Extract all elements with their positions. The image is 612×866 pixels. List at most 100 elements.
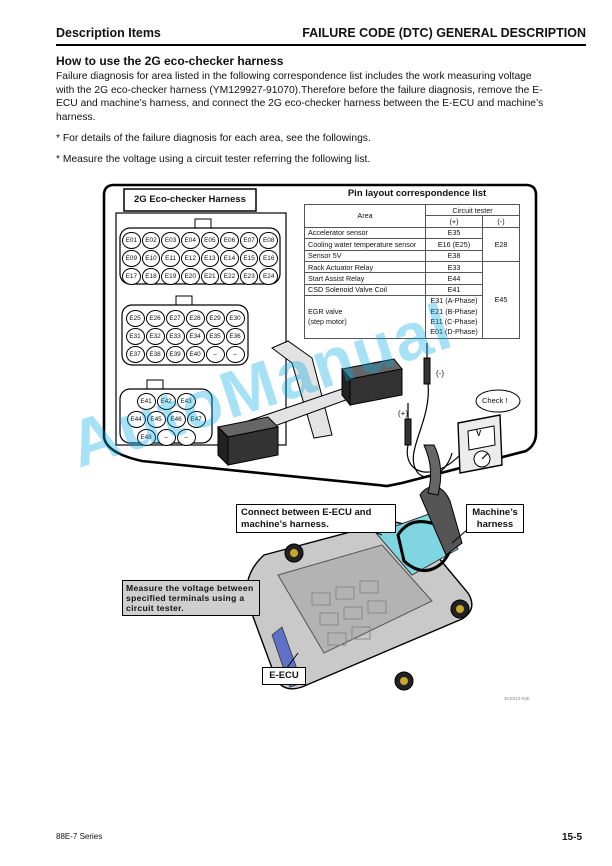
harness-cable-upper bbox=[271, 340, 333, 439]
connector1-tab bbox=[194, 218, 212, 229]
egr-phase: E21 (B-Phase) bbox=[430, 306, 478, 316]
connector-pin: E18 bbox=[141, 268, 161, 285]
connector-pin: E21 bbox=[200, 268, 220, 285]
section-title: How to use the 2G eco-checker harness bbox=[56, 54, 284, 68]
connector-pin: E32 bbox=[145, 328, 165, 345]
table-row-area: Rack Actuator Relay bbox=[304, 260, 426, 274]
probe-neg-label: (-) bbox=[436, 369, 444, 378]
col-area: Area bbox=[304, 204, 426, 228]
connector-pin: E20 bbox=[180, 268, 200, 285]
connector-pin: – bbox=[225, 346, 245, 363]
connector-pin: E13 bbox=[200, 250, 220, 267]
connector-pin: E14 bbox=[220, 250, 239, 267]
table-row-area: Sensor 5V bbox=[304, 249, 426, 262]
connector-pin: E11 bbox=[161, 250, 180, 267]
table-row-plus: E44 bbox=[425, 272, 483, 285]
connector-pin: E45 bbox=[146, 411, 166, 428]
pin-table-title: Pin layout correspondence list bbox=[347, 188, 487, 199]
harness-plug-lower bbox=[216, 416, 280, 467]
body-line: with the 2G eco-checker harness (YM12992… bbox=[56, 84, 543, 96]
connector-pin: E27 bbox=[165, 310, 185, 327]
connector-pin: E41 bbox=[136, 393, 156, 410]
connector2-tab bbox=[175, 295, 193, 306]
connector-pin: E22 bbox=[220, 268, 239, 285]
connector-pin: E26 bbox=[145, 310, 165, 327]
connector-pin: E33 bbox=[165, 328, 185, 345]
ecu-illustration bbox=[246, 444, 473, 691]
connector-pin: E19 bbox=[161, 268, 180, 285]
egr-area-line1: EGR valve bbox=[308, 306, 343, 316]
table-row-plus: E38 bbox=[425, 249, 483, 262]
connector-pin: – bbox=[176, 429, 196, 446]
connector-pin: E46 bbox=[166, 411, 186, 428]
meter-v-symbol: V bbox=[476, 429, 482, 438]
table-row-plus: E16 (E25) bbox=[425, 238, 483, 251]
table-row-area: CSD Solenoid Valve Coil bbox=[304, 283, 426, 297]
table-row-plus: E41 bbox=[425, 283, 483, 297]
pin-layout-table: Area Circuit tester (+) (-) Accelerator … bbox=[304, 203, 520, 339]
connector-pin: E25 bbox=[125, 310, 145, 327]
connector-pin: E10 bbox=[141, 250, 161, 267]
check-bubble bbox=[475, 389, 521, 413]
connector-pin: E40 bbox=[185, 346, 205, 363]
col-circuit-tester: Circuit tester bbox=[425, 203, 520, 217]
harness-connector-box bbox=[115, 212, 287, 446]
figure-code: 3CE010-03E bbox=[504, 696, 530, 701]
egr-phase: E01 (D-Phase) bbox=[430, 327, 478, 337]
body-line: ECU and machine’s harness, and connect t… bbox=[56, 98, 544, 110]
connector-pin: E37 bbox=[125, 346, 145, 363]
connector-pin: E48 bbox=[136, 429, 156, 446]
egr-plus: E31 (A-Phase) E21 (B-Phase) E11 (C-Phase… bbox=[425, 295, 483, 339]
connector-pin: E29 bbox=[205, 310, 225, 327]
harness-title: 2G Eco-checker Harness bbox=[134, 194, 246, 205]
connector-pin: E44 bbox=[126, 411, 146, 428]
connector-pin: E12 bbox=[180, 250, 200, 267]
connector-pin: E38 bbox=[145, 346, 165, 363]
header-section-title: FAILURE CODE (DTC) GENERAL DESCRIPTION bbox=[302, 26, 586, 40]
connector-pin: E34 bbox=[185, 328, 205, 345]
harness-title-box bbox=[123, 188, 257, 212]
multimeter bbox=[457, 414, 503, 474]
connector-pin: E35 bbox=[205, 328, 225, 345]
connector-pin: – bbox=[205, 346, 225, 363]
connector-pin: E08 bbox=[259, 232, 278, 249]
leader-machine bbox=[451, 528, 469, 544]
probe-pos-label: (+) bbox=[398, 409, 408, 418]
connector-pin: E36 bbox=[225, 328, 245, 345]
connector-pin: E04 bbox=[180, 232, 200, 249]
egr-phase: E31 (A-Phase) bbox=[430, 296, 478, 306]
connector-pin: E30 bbox=[225, 310, 245, 327]
connector-pin: E17 bbox=[122, 268, 141, 285]
table-row-plus: E33 bbox=[425, 260, 483, 274]
connector-pin-row: E48–– bbox=[122, 429, 210, 446]
table-row-area: Cooling water temperature sensor bbox=[304, 238, 426, 251]
probe-pos-wire bbox=[406, 444, 463, 473]
body-line: Failure diagnosis for area listed in the… bbox=[56, 71, 532, 82]
col-minus: (-) bbox=[482, 215, 520, 228]
connector-pin: E07 bbox=[239, 232, 259, 249]
connector-pin: E42 bbox=[156, 393, 176, 410]
minus-group1: E28 bbox=[482, 226, 520, 262]
callout-measure: Measure the voltage between specified te… bbox=[122, 580, 260, 616]
egr-area: EGR valve (step motor) bbox=[304, 295, 426, 339]
callout-ecu: E-ECU bbox=[262, 667, 306, 685]
egr-area-line2: (step motor) bbox=[308, 316, 347, 326]
footer-series: 88E-7 Series bbox=[56, 832, 103, 841]
body-line: harness. bbox=[56, 111, 96, 123]
connector-pin: E09 bbox=[122, 250, 141, 267]
table-row-plus: E35 bbox=[425, 226, 483, 240]
connector-pin: E23 bbox=[239, 268, 259, 285]
table-row-area: Start Assist Relay bbox=[304, 272, 426, 285]
table-row-area: Accelerator sensor bbox=[304, 226, 426, 240]
page-number: 15-5 bbox=[561, 832, 582, 843]
